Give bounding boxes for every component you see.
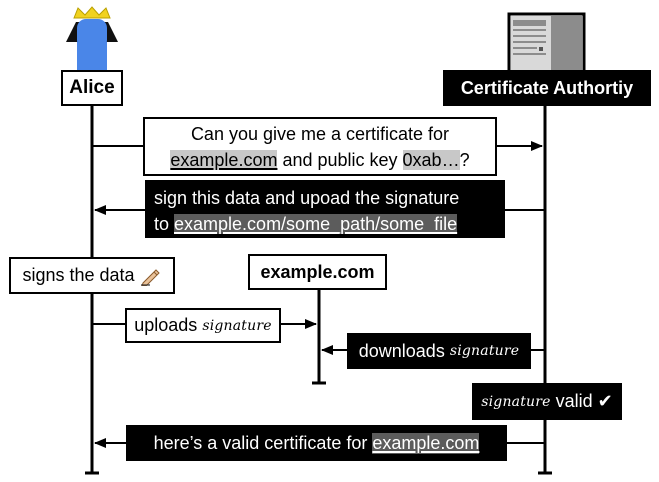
request-end: ? bbox=[459, 149, 470, 170]
alice-avatar-icon bbox=[66, 6, 118, 70]
challenge-line2: to example.com/some_path/some_file bbox=[154, 211, 503, 237]
upload-signature: signature bbox=[202, 317, 272, 334]
sign-text: signs the data bbox=[22, 265, 135, 285]
download-text: downloads bbox=[358, 340, 450, 361]
download-signature: signature bbox=[449, 343, 520, 359]
request-message: Can you give me a certificate for exampl… bbox=[143, 117, 497, 176]
ca-label: Certificate Authortiy bbox=[443, 70, 651, 106]
challenge-to: to bbox=[154, 214, 175, 234]
download-message: downloads signature bbox=[347, 333, 531, 369]
site-label-text: example.com bbox=[260, 261, 375, 282]
request-key: 0xab… bbox=[402, 149, 460, 170]
issue-message: here’s a valid certificate for example.c… bbox=[126, 425, 507, 461]
challenge-path: example.com/some_path/some_file bbox=[174, 214, 458, 234]
upload-message: uploads signature bbox=[125, 308, 281, 343]
valid-signature: signature bbox=[481, 393, 551, 410]
request-line2: example.com and public key 0xab…? bbox=[170, 147, 470, 173]
check-icon: ✔ bbox=[597, 391, 613, 412]
request-mid: and public key bbox=[277, 149, 403, 170]
valid-message: signature valid ✔ bbox=[472, 383, 622, 420]
alice-label-text: Alice bbox=[69, 77, 115, 98]
alice-label: Alice bbox=[61, 70, 123, 106]
server-icon bbox=[507, 12, 586, 78]
writing-hand-icon bbox=[140, 266, 162, 286]
request-domain: example.com bbox=[170, 149, 278, 170]
sign-message: signs the data bbox=[9, 257, 175, 294]
upload-text: uploads bbox=[134, 315, 203, 335]
challenge-line1: sign this data and upoad the signature bbox=[154, 188, 460, 208]
ca-label-text: Certificate Authortiy bbox=[460, 77, 634, 98]
challenge-message: sign this data and upoad the signature t… bbox=[145, 180, 505, 238]
site-label: example.com bbox=[248, 254, 387, 290]
issue-text: here’s a valid certificate for bbox=[153, 432, 373, 453]
valid-text: valid bbox=[550, 391, 598, 411]
issue-domain: example.com bbox=[372, 432, 480, 454]
request-line1: Can you give me a certificate for bbox=[190, 123, 450, 144]
